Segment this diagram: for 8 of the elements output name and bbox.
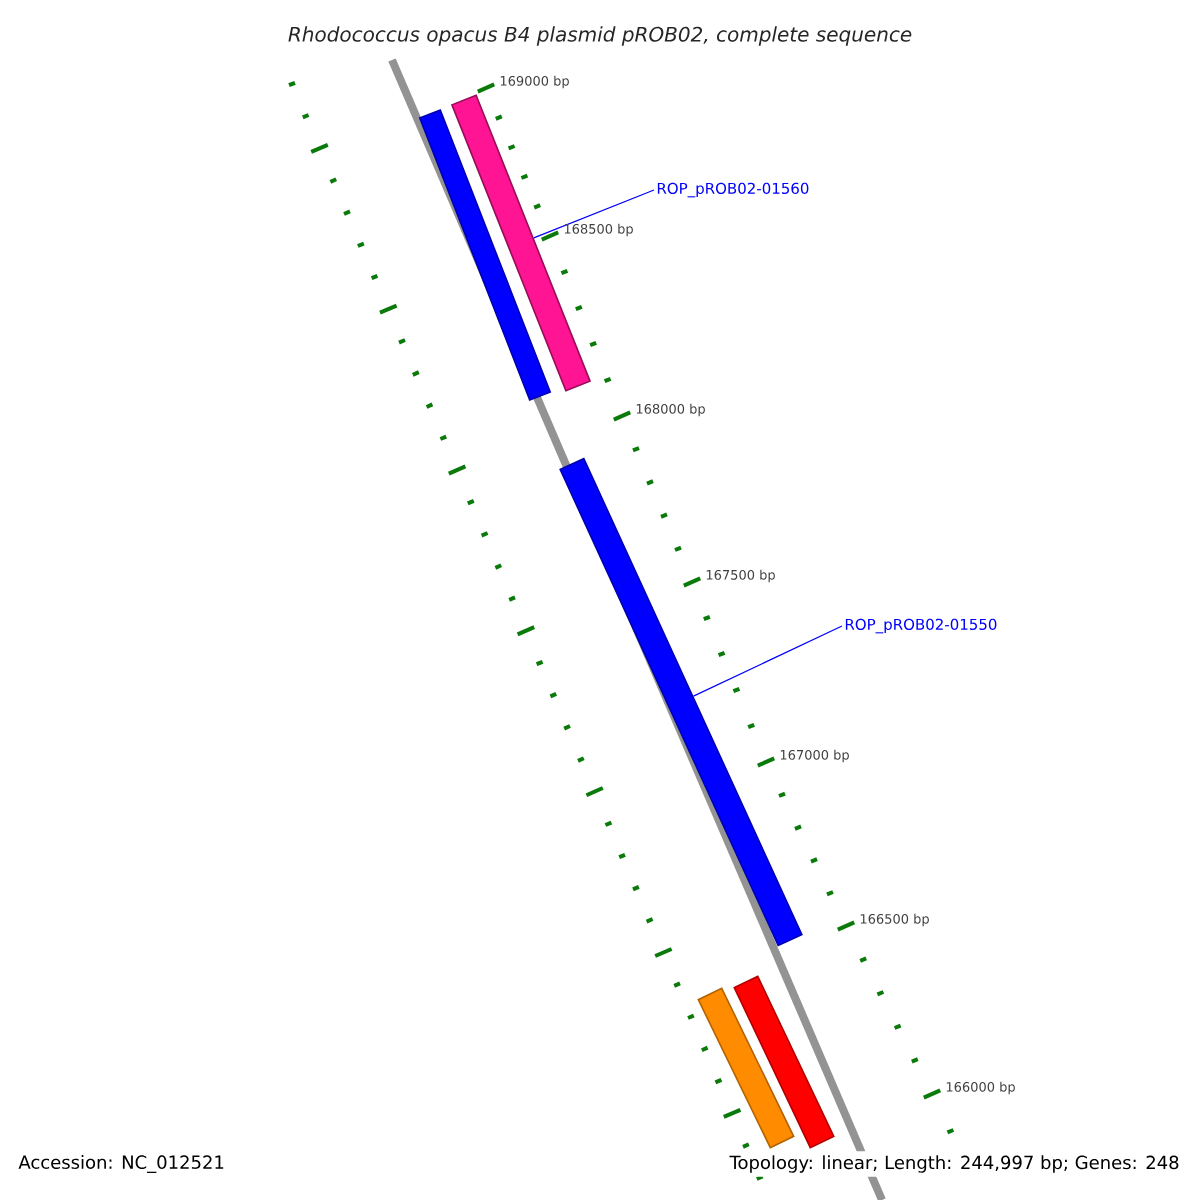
leader-line: [692, 625, 843, 697]
gene-bar: [697, 987, 795, 1149]
title: Rhodococcus opacus B4 plasmid pROB02, complete sequence: [288, 26, 912, 46]
leader-line: [533, 189, 655, 239]
summary-text: Topology: linear; Length: 244,997 bp; Genes: 248: [725, 1151, 1184, 1177]
gene-bar: [418, 109, 552, 401]
gene-bar: [733, 975, 835, 1149]
accession-text: Accession: NC_012521: [18, 1155, 224, 1173]
